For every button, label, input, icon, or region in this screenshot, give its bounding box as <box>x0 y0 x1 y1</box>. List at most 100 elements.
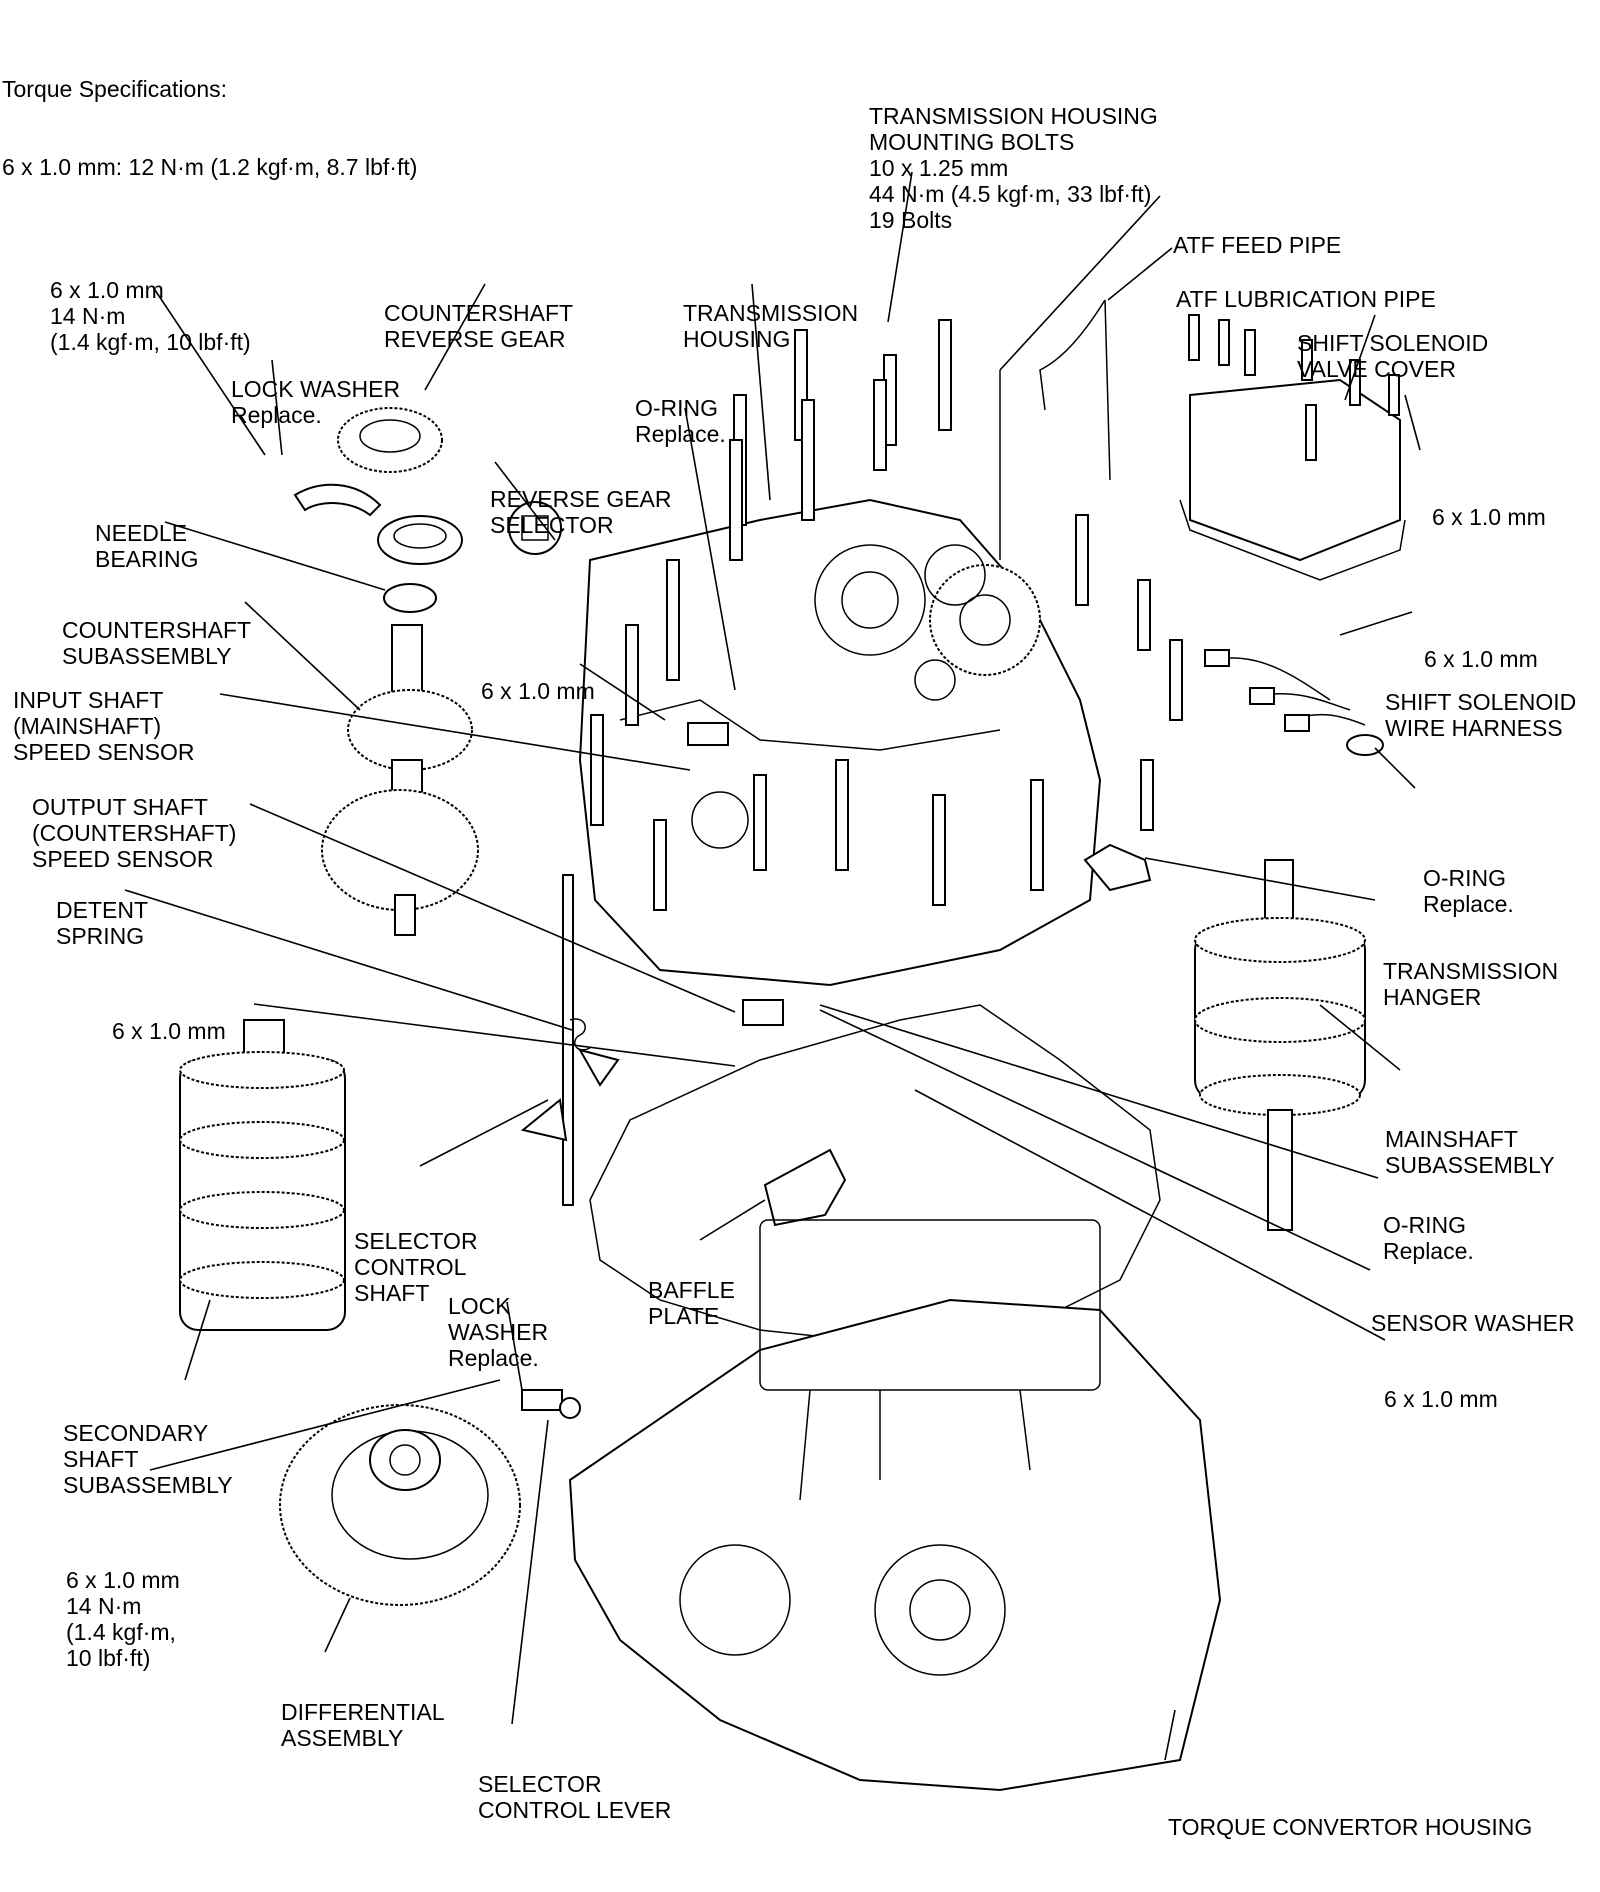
label-line: 6 x 1.0 mm <box>1384 1386 1498 1412</box>
label-line: SUBASSEMBLY <box>1385 1152 1555 1178</box>
label-line: SELECTOR <box>478 1771 602 1797</box>
label-line: 6 x 1.0 mm <box>1424 646 1538 672</box>
housing-bolts-illustration <box>590 319 1183 911</box>
label-line: 19 Bolts <box>869 207 953 233</box>
label-line: SELECTOR <box>354 1228 478 1254</box>
label-line: 6 x 1.0 mm <box>50 277 164 303</box>
transmission-housing-illustration <box>578 498 1102 987</box>
label-line: SUBASSEMBLY <box>62 643 232 669</box>
mainshaft-illustration <box>1194 859 1366 1231</box>
label-bolt-mid: 6 x 1.0 mm <box>481 626 595 756</box>
label-line: ATF LUBRICATION PIPE <box>1176 286 1436 312</box>
label-line: ATF FEED PIPE <box>1173 232 1342 258</box>
label-line: Replace. <box>1383 1238 1474 1264</box>
label-line: VALVE COVER <box>1297 356 1456 382</box>
label-line: REVERSE GEAR <box>384 326 566 352</box>
label-line: SHAFT <box>354 1280 430 1306</box>
secondary-shaft-illustration <box>179 1019 346 1331</box>
exploded-view-drawing <box>124 171 1421 1792</box>
label-line: TRANSMISSION HOUSING <box>869 103 1158 129</box>
label-line: SUBASSEMBLY <box>63 1472 233 1498</box>
label-line: 6 x 1.0 mm <box>1432 504 1546 530</box>
label-line: (MAINSHAFT) <box>13 713 162 739</box>
label-bolt-lower-right: 6 x 1.0 mm <box>1384 1334 1498 1464</box>
label-line: 6 x 1.0 mm <box>112 1018 226 1044</box>
label-line: Replace. <box>1423 891 1514 917</box>
label-line: WASHER <box>448 1319 549 1345</box>
label-line: 10 x 1.25 mm <box>869 155 1009 181</box>
label-line: SHIFT SOLENOID <box>1385 689 1577 715</box>
label-line: 14 N·m <box>50 303 126 329</box>
selector-parts-illustration <box>520 722 784 1419</box>
label-line: COUNTERSHAFT <box>62 617 252 643</box>
label-line: HOUSING <box>683 326 791 352</box>
converter-housing-illustration <box>568 1219 1222 1792</box>
label-line: TORQUE CONVERTOR HOUSING <box>1168 1814 1533 1840</box>
differential-illustration <box>279 1404 521 1606</box>
label-line: 10 lbf·ft) <box>66 1645 151 1671</box>
label-line: BAFFLE <box>648 1277 735 1303</box>
label-line: MAINSHAFT <box>1385 1126 1518 1152</box>
diagram-stage: Torque Specifications: 6 x 1.0 mm: 12 N·… <box>2 24 1576 1840</box>
label-line: O-RING <box>635 395 719 421</box>
label-line: 6 x 1.0 mm <box>66 1567 180 1593</box>
label-line: Replace. <box>231 402 322 428</box>
label-line: CONTROL <box>354 1254 467 1280</box>
label-line: HANGER <box>1383 984 1482 1010</box>
label-line: NEEDLE <box>95 520 188 546</box>
label-line: MOUNTING BOLTS <box>869 129 1075 155</box>
label-line: COUNTERSHAFT <box>384 300 574 326</box>
label-bolt-cover: 6 x 1.0 mm <box>1432 452 1546 582</box>
wire-harness-illustration <box>1204 649 1384 756</box>
label-line: 6 x 1.0 mm <box>481 678 595 704</box>
label-bolt-harness: 6 x 1.0 mm <box>1424 594 1538 724</box>
label-line: SHIFT SOLENOID <box>1297 330 1489 356</box>
label-line: SHAFT <box>63 1446 139 1472</box>
label-line: Replace. <box>448 1345 539 1371</box>
label-line: SPEED SENSOR <box>13 739 195 765</box>
label-converter-housing: TORQUE CONVERTOR HOUSING <box>1168 1762 1532 1892</box>
label-line: PLATE <box>648 1303 720 1329</box>
label-line: SPRING <box>56 923 145 949</box>
label-line: SPEED SENSOR <box>32 846 214 872</box>
label-input-sensor: INPUT SHAFT(MAINSHAFT)SPEED SENSOR <box>13 635 195 817</box>
label-line: TRANSMISSION <box>1383 958 1559 984</box>
label-line: 14 N·m <box>66 1593 142 1619</box>
countershaft-illustration <box>321 624 479 936</box>
baffle-plate-illustration <box>763 1148 847 1227</box>
label-line: DETENT <box>56 897 148 923</box>
label-line: (COUNTERSHAFT) <box>32 820 237 846</box>
label-line: LOCK <box>448 1293 511 1319</box>
label-line: DIFFERENTIAL <box>281 1699 445 1725</box>
label-line: Replace. <box>635 421 726 447</box>
label-line: OUTPUT SHAFT <box>32 794 208 820</box>
reverse-gear-illustration <box>293 407 562 613</box>
label-line: 44 N·m (4.5 kgf·m, 33 lbf·ft) <box>869 181 1152 207</box>
torque-spec-title: Torque Specifications: <box>2 76 228 102</box>
label-bolt-left: 6 x 1.0 mm <box>112 966 226 1096</box>
torque-spec-block: Torque Specifications: 6 x 1.0 mm: 12 N·… <box>2 24 417 232</box>
label-line: SELECTOR <box>490 512 614 538</box>
label-output-sensor: OUTPUT SHAFT(COUNTERSHAFT)SPEED SENSOR <box>32 742 236 924</box>
